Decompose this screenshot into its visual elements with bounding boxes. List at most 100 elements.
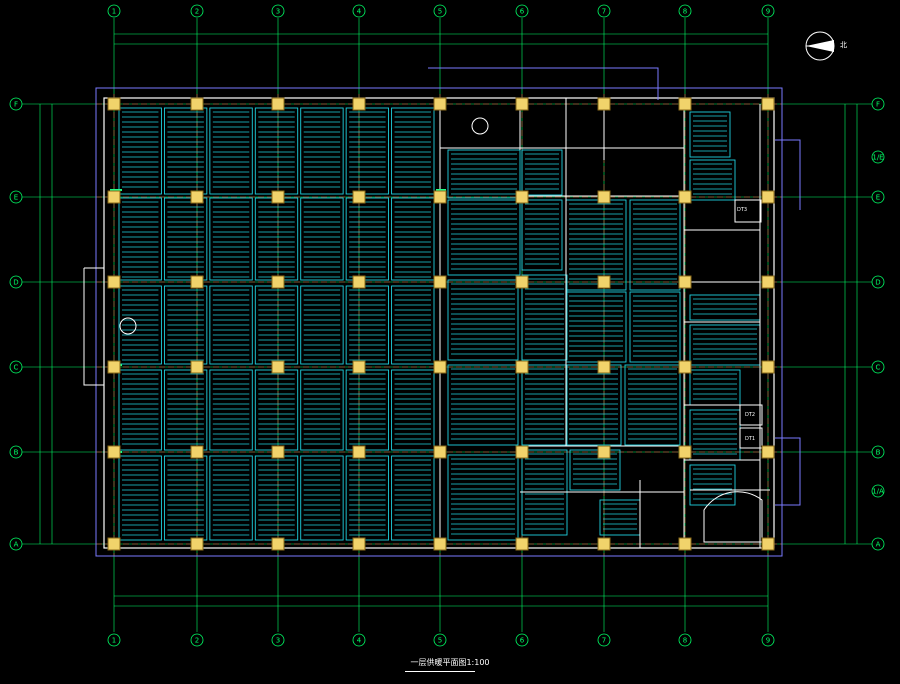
room-label-dt2: DT2 bbox=[745, 412, 756, 418]
column-3F bbox=[271, 97, 285, 111]
coil-room-0-loop bbox=[451, 153, 517, 195]
column-9B bbox=[761, 445, 775, 459]
coil-room-13 bbox=[629, 291, 681, 363]
column-8A bbox=[678, 537, 692, 551]
column-2C bbox=[190, 360, 204, 374]
coil-hall-0-1 bbox=[163, 107, 208, 195]
coil-hall-2-5-loop bbox=[349, 289, 386, 361]
column-3E bbox=[271, 190, 285, 204]
coil-room-2 bbox=[447, 199, 521, 276]
coil-hall-3-5 bbox=[345, 369, 390, 451]
axis-bubble-bottom-7: 7 bbox=[602, 637, 606, 645]
coil-room-5-loop bbox=[451, 458, 515, 535]
coil-hall-3-0 bbox=[118, 369, 162, 451]
coil-hall-1-0 bbox=[118, 197, 162, 281]
axis-bubble-top-8-circle bbox=[678, 4, 692, 18]
column-2A bbox=[190, 537, 204, 551]
coil-hall-4-2 bbox=[209, 455, 253, 541]
axis-bubble-left-A: A bbox=[14, 541, 19, 549]
coil-hall-2-2-loop bbox=[212, 289, 250, 361]
axis-bubble-bottom-5: 5 bbox=[438, 637, 442, 645]
axis-bubble-bottom-2-circle bbox=[190, 633, 204, 647]
column-4C bbox=[352, 360, 366, 374]
coil-hall-3-1 bbox=[163, 369, 208, 451]
column-4F bbox=[352, 97, 366, 111]
column-6D bbox=[515, 275, 529, 289]
coil-room-7-loop bbox=[525, 278, 564, 355]
title-underline bbox=[405, 671, 475, 672]
axis-bubble-top-2-circle bbox=[190, 4, 204, 18]
axis-bubble-top-2: 2 bbox=[195, 8, 199, 16]
coil-hall-4-6 bbox=[391, 455, 435, 541]
coil-hall-2-2 bbox=[209, 285, 253, 365]
coil-room-17-loop bbox=[603, 503, 637, 530]
coil-hall-1-1 bbox=[163, 197, 208, 281]
coil-hall-1-4-loop bbox=[303, 201, 341, 278]
coil-room-1 bbox=[521, 149, 563, 196]
axis-bubble-right-E-circle bbox=[871, 190, 885, 204]
axis-bubble-right-A: A bbox=[876, 541, 881, 549]
coil-room-18 bbox=[689, 111, 731, 158]
coil-hall-4-0-loop bbox=[122, 459, 159, 536]
column-6B bbox=[515, 445, 529, 459]
coil-room-16 bbox=[569, 449, 621, 491]
coil-hall-2-0-loop bbox=[122, 289, 159, 361]
coil-hall-0-0-loop bbox=[122, 111, 159, 188]
axis-bubble-left-D-circle bbox=[9, 275, 23, 289]
lift-dt2-box bbox=[739, 404, 763, 426]
column-4A bbox=[352, 537, 366, 551]
column-8D bbox=[678, 275, 692, 289]
coil-hall-2-4-loop bbox=[303, 289, 341, 361]
coil-room-2-loop bbox=[451, 203, 517, 270]
coil-hall-4-6-loop bbox=[394, 459, 431, 536]
column-5E bbox=[433, 190, 447, 204]
column-6A bbox=[515, 537, 529, 551]
coil-room-11-loop bbox=[633, 203, 677, 285]
axis-bubble-right-B: B bbox=[876, 449, 881, 457]
axis-bubble-top-9-circle bbox=[761, 4, 775, 18]
coil-hall-2-3-loop bbox=[258, 289, 295, 361]
column-9F bbox=[761, 97, 775, 111]
axis-bubble-bottom-6: 6 bbox=[520, 637, 525, 645]
axis-bubble-right-F: F bbox=[876, 101, 880, 109]
coil-hall-4-5 bbox=[345, 455, 390, 541]
coil-room-4-loop bbox=[451, 368, 515, 440]
coil-hall-4-1 bbox=[163, 455, 208, 541]
column-6E bbox=[515, 190, 529, 204]
coil-room-15 bbox=[624, 364, 681, 446]
axis-bubble-left-E: E bbox=[14, 194, 18, 202]
coil-room-1-loop bbox=[525, 153, 559, 190]
coil-hall-1-1-loop bbox=[167, 201, 204, 278]
column-1A bbox=[107, 537, 121, 551]
column-3B bbox=[271, 445, 285, 459]
column-6F bbox=[515, 97, 529, 111]
coil-hall-4-1-loop bbox=[167, 459, 204, 536]
axis-bubble-top-7: 7 bbox=[602, 8, 606, 16]
column-9D bbox=[761, 275, 775, 289]
interior-walls bbox=[110, 98, 770, 548]
column-7B bbox=[597, 445, 611, 459]
column-3C bbox=[271, 360, 285, 374]
column-1E bbox=[107, 190, 121, 204]
room-label-dt3: DT3 bbox=[737, 207, 748, 213]
east-bays bbox=[775, 139, 801, 506]
coil-room-4 bbox=[447, 364, 519, 446]
structural-columns bbox=[107, 97, 775, 551]
coil-room-6 bbox=[521, 199, 563, 271]
coil-hall-0-6-loop bbox=[394, 111, 431, 188]
axis-bubble-top-9: 9 bbox=[766, 8, 770, 16]
coil-hall-4-4-loop bbox=[303, 459, 341, 536]
axis-bubble-right-F-circle bbox=[871, 97, 885, 111]
coil-hall-4-3-loop bbox=[258, 459, 295, 536]
column-4E bbox=[352, 190, 366, 204]
axis-bubble-top-3-circle bbox=[271, 4, 285, 18]
axis-bubble-top-1: 1 bbox=[112, 8, 116, 16]
axis-bubble-right-A-circle bbox=[871, 537, 885, 551]
coil-room-6-loop bbox=[525, 203, 559, 265]
axis-bubble-right-1A-circle bbox=[871, 484, 885, 498]
outer-frame-rect bbox=[95, 87, 783, 557]
drawing-title: 一层供暖平面图1:100 bbox=[410, 658, 490, 667]
coil-hall-0-4 bbox=[300, 107, 344, 195]
